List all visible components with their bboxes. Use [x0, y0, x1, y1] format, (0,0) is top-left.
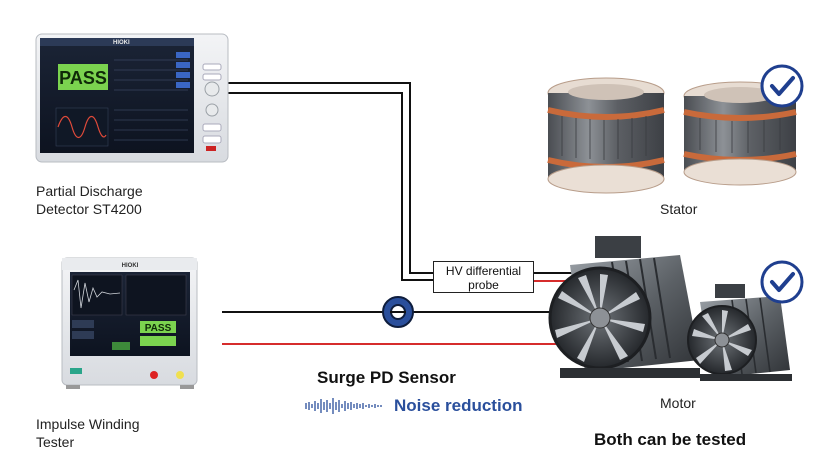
motor-small — [687, 284, 792, 381]
pd-detector-device: HIOKI PASS — [35, 33, 229, 163]
impulse-tester-label: Impulse Winding Tester — [36, 415, 140, 451]
impulse-brand: HIOKI — [122, 263, 139, 269]
both-can-be-tested-label: Both can be tested — [594, 430, 747, 449]
motor-label: Motor — [660, 395, 696, 411]
wire-detector-probe-a — [228, 82, 433, 274]
check-icon-motor — [760, 260, 804, 304]
st4200-brand: HIOKI — [113, 40, 130, 46]
probe-label-line1: HV differential — [445, 264, 522, 278]
stator-label: Stator — [660, 201, 698, 217]
impulse-tester-device: HIOKI PASS — [61, 257, 198, 389]
wire-detector-probe-b — [228, 92, 433, 281]
impulse-pass-box — [140, 321, 176, 333]
pd-detector-label-line2: Detector ST4200 — [36, 201, 142, 217]
impulse-pass-text: PASS — [145, 323, 172, 334]
motor-large — [548, 236, 700, 378]
probe-label-line2: probe — [468, 278, 499, 292]
stator-large — [547, 77, 665, 194]
st4200-pass-box — [58, 64, 108, 90]
noise-wave-icon — [305, 398, 382, 414]
impulse-tester-label-line1: Impulse Winding — [36, 416, 140, 432]
surge-pd-sensor — [382, 296, 414, 328]
pd-detector-label: Partial Discharge Detector ST4200 — [36, 182, 143, 218]
check-icon-stator — [760, 64, 804, 108]
noise-reduction-label: Noise reduction — [394, 396, 523, 415]
pd-detector-label-line1: Partial Discharge — [36, 183, 143, 199]
st4200-pass-text: PASS — [59, 68, 107, 88]
impulse-tester-label-line2: Tester — [36, 434, 75, 450]
hv-differential-probe: HV differential probe — [433, 261, 534, 293]
surge-pd-sensor-label: Surge PD Sensor — [317, 368, 456, 387]
